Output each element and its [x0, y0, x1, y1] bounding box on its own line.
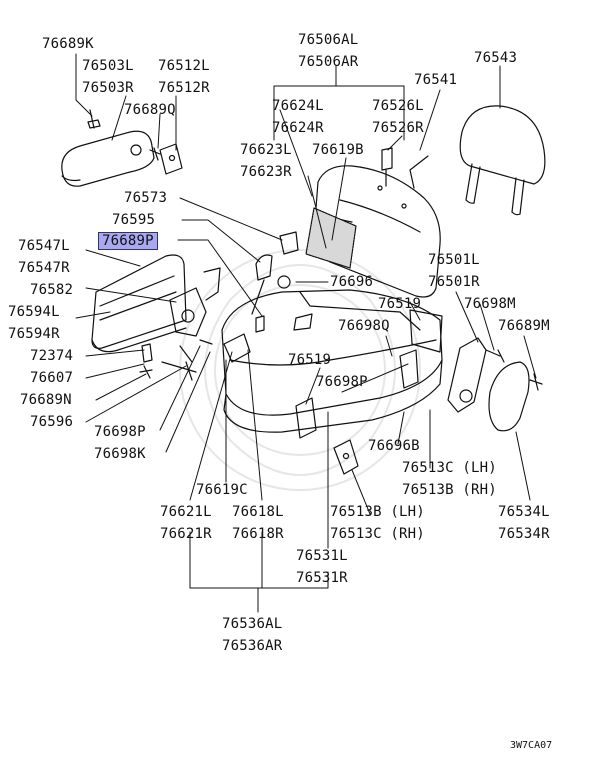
part-label-76595: 76595: [112, 212, 156, 228]
part-label-76619c: 76619C: [196, 482, 248, 498]
front-bracket-drawing: [295, 349, 419, 439]
part-label-76607: 76607: [30, 370, 74, 386]
part-label-76513b-rh: 76513B (RH): [402, 482, 497, 498]
part-label-76624r: 76624R: [272, 120, 324, 136]
part-label-76594r: 76594R: [8, 326, 60, 342]
watermark-emblem: [179, 249, 421, 491]
part-label-76689p-highlighted: 76689P: [98, 232, 158, 250]
part-label-76582: 76582: [30, 282, 74, 298]
part-label-76698p-left: 76698P: [94, 424, 146, 440]
part-label-76534l: 76534L: [498, 504, 550, 520]
part-label-76501r: 76501R: [428, 274, 480, 290]
recliner-drawing: [169, 267, 221, 363]
part-label-76623r: 76623R: [240, 164, 292, 180]
side-cover-drawing: [488, 361, 530, 432]
part-label-76531r: 76531R: [296, 570, 348, 586]
part-label-76696b: 76696B: [368, 438, 420, 454]
small-parts-left: [139, 343, 197, 381]
part-label-76698k: 76698K: [94, 446, 146, 462]
bolt-76689k-drawing: [87, 109, 101, 129]
side-shield-drawing: [91, 254, 187, 353]
part-label-76526r: 76526R: [372, 120, 424, 136]
part-label-76689k: 76689K: [42, 36, 94, 52]
bolt-76689q-drawing: [149, 147, 161, 161]
part-label-76547l: 76547L: [18, 238, 70, 254]
part-label-76573: 76573: [124, 190, 168, 206]
part-label-76698p-right: 76698P: [316, 374, 368, 390]
part-label-76623l: 76623L: [240, 142, 292, 158]
part-label-76698q: 76698Q: [338, 318, 390, 334]
part-label-76543: 76543: [474, 50, 518, 66]
part-label-76506ar: 76506AR: [298, 54, 359, 70]
part-label-76698m: 76698M: [464, 296, 516, 312]
right-mechanism-drawing: [409, 309, 505, 413]
part-label-76618l: 76618L: [232, 504, 284, 520]
part-label-76512l: 76512L: [158, 58, 210, 74]
part-label-76506al: 76506AL: [298, 32, 359, 48]
washer-drawing: [277, 275, 291, 289]
cable-clip-drawing: [251, 254, 273, 315]
part-label-76624l: 76624L: [272, 98, 324, 114]
part-label-76503l: 76503L: [82, 58, 134, 74]
part-label-76536al: 76536AL: [222, 616, 283, 632]
part-label-76513c-lh: 76513C (LH): [402, 460, 497, 476]
part-label-76689q: 76689Q: [124, 102, 176, 118]
part-label-72374: 72374: [30, 348, 74, 364]
part-label-76547r: 76547R: [18, 260, 70, 276]
armrest-drawing: [61, 130, 155, 187]
guide-drawing: [381, 147, 429, 189]
part-label-76531l: 76531L: [296, 548, 348, 564]
part-label-76689n: 76689N: [20, 392, 72, 408]
part-label-76501l: 76501L: [428, 252, 480, 268]
leader-lines: [75, 53, 537, 613]
part-label-76689m: 76689M: [498, 318, 550, 334]
part-label-76513c-rh: 76513C (RH): [330, 526, 425, 542]
bracket-drawing: [159, 143, 183, 175]
part-label-76512r: 76512R: [158, 80, 210, 96]
diagram-code: 3W7CA07: [510, 740, 553, 751]
headrest-drawing: [459, 105, 546, 216]
part-label-76541: 76541: [414, 72, 458, 88]
part-label-76534r: 76534R: [498, 526, 550, 542]
bolt-76689m-drawing: [529, 373, 543, 391]
part-label-76519-lower: 76519: [288, 352, 332, 368]
part-label-76696: 76696: [330, 274, 374, 290]
hinge-drawing: [333, 439, 359, 475]
part-label-76621l: 76621L: [160, 504, 212, 520]
part-label-76594l: 76594L: [8, 304, 60, 320]
part-label-76618r: 76618R: [232, 526, 284, 542]
hook-drawing: [279, 231, 299, 255]
part-label-76596: 76596: [30, 414, 74, 430]
part-label-76536ar: 76536AR: [222, 638, 283, 654]
seat-back-drawing: [305, 165, 441, 298]
part-label-76519-upper: 76519: [378, 296, 422, 312]
part-label-76513b-lh: 76513B (LH): [330, 504, 425, 520]
part-label-76503r: 76503R: [82, 80, 134, 96]
base-bracket-drawing: [223, 313, 313, 363]
part-label-76621r: 76621R: [160, 526, 212, 542]
part-label-76619b: 76619B: [312, 142, 364, 158]
part-label-76526l: 76526L: [372, 98, 424, 114]
